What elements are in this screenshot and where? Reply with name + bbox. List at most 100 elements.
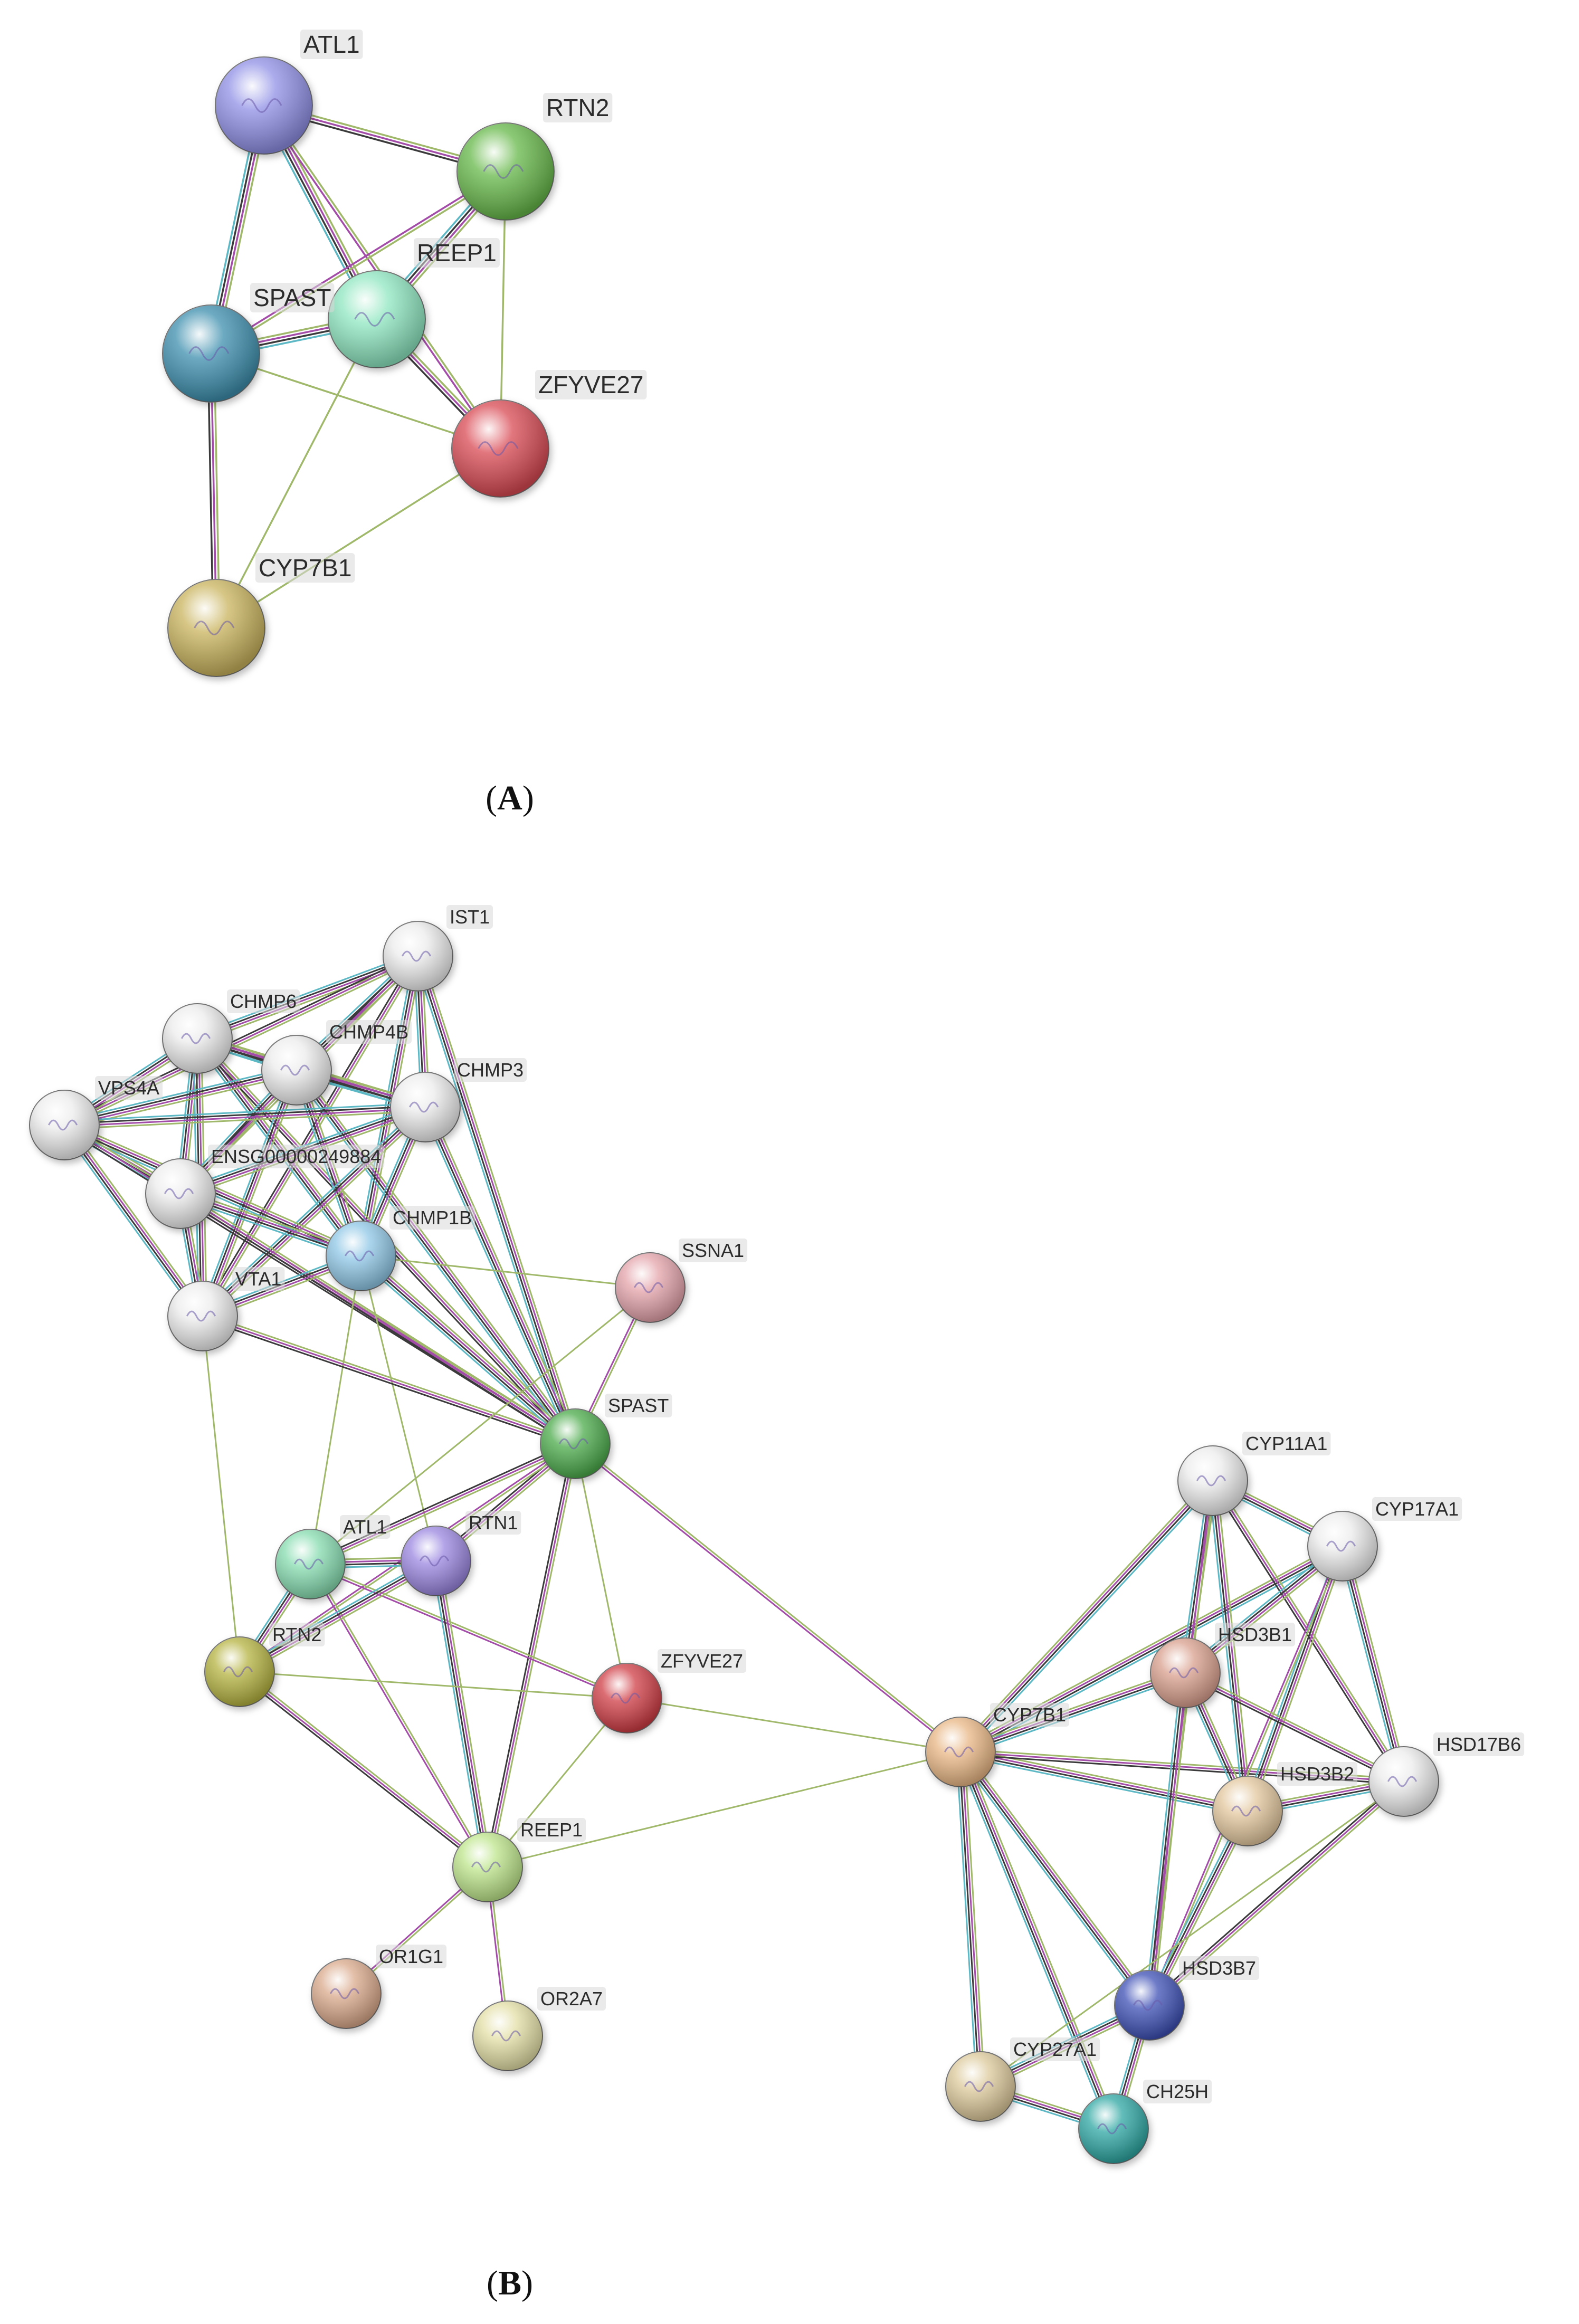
interaction-edge — [980, 1780, 1404, 2088]
protein-structure-icon — [401, 950, 432, 962]
protein-node[interactable]: IST1 — [383, 905, 493, 992]
protein-node[interactable]: SSNA1 — [615, 1239, 748, 1323]
label-shadow — [1372, 1497, 1462, 1521]
protein-node-label: CHMP3 — [457, 1059, 524, 1081]
edge-strand — [1210, 1481, 1403, 1784]
protein-node[interactable]: HSD3B7 — [1114, 1956, 1260, 2041]
edge-strand — [428, 1105, 580, 1443]
interaction-edge — [308, 1563, 490, 1869]
edge-strand — [64, 1107, 426, 1127]
protein-node-label: REEP1 — [417, 239, 497, 266]
protein-structure-icon — [1168, 1667, 1199, 1679]
label-shadow — [990, 1703, 1070, 1727]
label-shadow — [208, 1145, 385, 1168]
protein-node[interactable]: HSD3B2 — [1212, 1762, 1358, 1846]
edge-strand — [416, 956, 575, 1445]
panel-b-letter: B — [498, 2264, 521, 2302]
protein-node[interactable]: ATL1 — [215, 30, 363, 155]
protein-node[interactable]: CYP7B1 — [925, 1703, 1070, 1787]
label-shadow — [1143, 2080, 1212, 2103]
protein-node[interactable]: VPS4A — [29, 1076, 163, 1160]
protein-node[interactable]: CHMP4B — [261, 1020, 412, 1106]
protein-node[interactable]: RTN2 — [456, 93, 613, 221]
interaction-edge — [1145, 1808, 1252, 2008]
protein-node[interactable]: REEP1 — [452, 1818, 586, 1902]
edge-strand — [199, 954, 416, 1316]
protein-node-highlight — [205, 1637, 274, 1707]
interaction-edge — [1145, 1672, 1190, 2006]
interaction-edge — [211, 353, 501, 450]
interaction-edge — [1184, 1670, 1405, 1785]
protein-node-highlight — [328, 271, 425, 368]
protein-node-highlight — [163, 305, 260, 402]
interaction-edge — [956, 1749, 1154, 2008]
protein-node[interactable]: CYP11A1 — [1177, 1432, 1331, 1516]
protein-node-highlight — [452, 400, 549, 497]
protein-node[interactable]: RTN1 — [401, 1511, 521, 1596]
edge-strand — [961, 1675, 1187, 1757]
edge-strand — [1145, 1672, 1183, 2005]
protein-structure-icon — [558, 1438, 589, 1450]
edge-strand — [64, 1068, 297, 1125]
protein-node-label: HSD3B2 — [1280, 1763, 1354, 1785]
protein-node-highlight — [1079, 2094, 1148, 2164]
protein-structure-icon — [633, 1282, 664, 1293]
protein-node-label: SPAST — [608, 1395, 669, 1416]
edge-strand — [963, 1749, 1154, 2004]
label-shadow — [446, 905, 493, 929]
protein-node-label: SSNA1 — [682, 1240, 744, 1261]
interaction-edge — [413, 955, 580, 1445]
protein-node[interactable]: CYP7B1 — [167, 553, 355, 677]
edge-strand — [960, 1750, 1248, 1811]
protein-node[interactable]: RTN2 — [204, 1623, 325, 1707]
edge-strand — [423, 1107, 575, 1445]
protein-node[interactable]: SPAST — [540, 1394, 672, 1479]
edge-strand — [240, 1561, 437, 1674]
protein-node[interactable]: VTA1 — [167, 1267, 285, 1351]
edge-strand — [956, 1752, 978, 2087]
protein-structure-icon — [483, 164, 524, 179]
edge-strand — [204, 957, 421, 1318]
protein-node[interactable]: CHMP1B — [326, 1206, 475, 1291]
protein-structure-icon — [280, 1064, 310, 1076]
protein-structure-icon — [223, 1666, 253, 1678]
protein-node[interactable]: OR2A7 — [472, 1987, 606, 2071]
protein-node[interactable]: ZFYVE27 — [451, 370, 647, 498]
edge-strand — [960, 1751, 1116, 2129]
label-shadow — [255, 553, 355, 583]
edge-strand — [575, 1442, 962, 1752]
protein-node[interactable]: HSD3B1 — [1150, 1623, 1296, 1708]
protein-node[interactable]: REEP1 — [328, 238, 500, 368]
edge-strand — [431, 1561, 485, 1868]
edge-strand — [311, 1445, 577, 1567]
protein-structure-icon — [47, 1119, 78, 1131]
protein-node-label: CHMP4B — [329, 1021, 408, 1043]
protein-node[interactable]: OR1G1 — [311, 1945, 447, 2029]
protein-node[interactable]: CHMP6 — [162, 989, 300, 1074]
protein-structure-icon — [164, 1188, 194, 1199]
protein-structure-icon — [1231, 1805, 1261, 1817]
protein-node[interactable]: HSD17B6 — [1368, 1732, 1525, 1817]
protein-node[interactable]: ZFYVE27 — [592, 1649, 747, 1734]
protein-node[interactable]: CHMP3 — [390, 1058, 527, 1142]
label-shadow — [658, 1649, 747, 1673]
protein-node[interactable]: CYP27A1 — [945, 2037, 1100, 2122]
protein-node[interactable]: SPAST — [162, 283, 335, 403]
label-shadow — [326, 1020, 412, 1044]
interaction-edge — [60, 1122, 207, 1319]
label-shadow — [414, 238, 500, 268]
protein-node[interactable]: CYP17A1 — [1307, 1497, 1462, 1582]
label-shadow — [1010, 2037, 1100, 2061]
protein-node-highlight — [1308, 1511, 1377, 1581]
protein-node[interactable]: CH25H — [1078, 2080, 1212, 2164]
interaction-edge — [431, 1560, 492, 1868]
protein-node-highlight — [146, 1159, 215, 1228]
protein-node[interactable]: ATL1 — [275, 1515, 391, 1599]
protein-node-label: CYP17A1 — [1375, 1498, 1459, 1520]
protein-node[interactable]: ENSG00000249884 — [145, 1145, 385, 1229]
edge-strand — [959, 1755, 1247, 1816]
label-shadow — [250, 283, 335, 312]
edge-strand — [959, 1671, 1185, 1752]
